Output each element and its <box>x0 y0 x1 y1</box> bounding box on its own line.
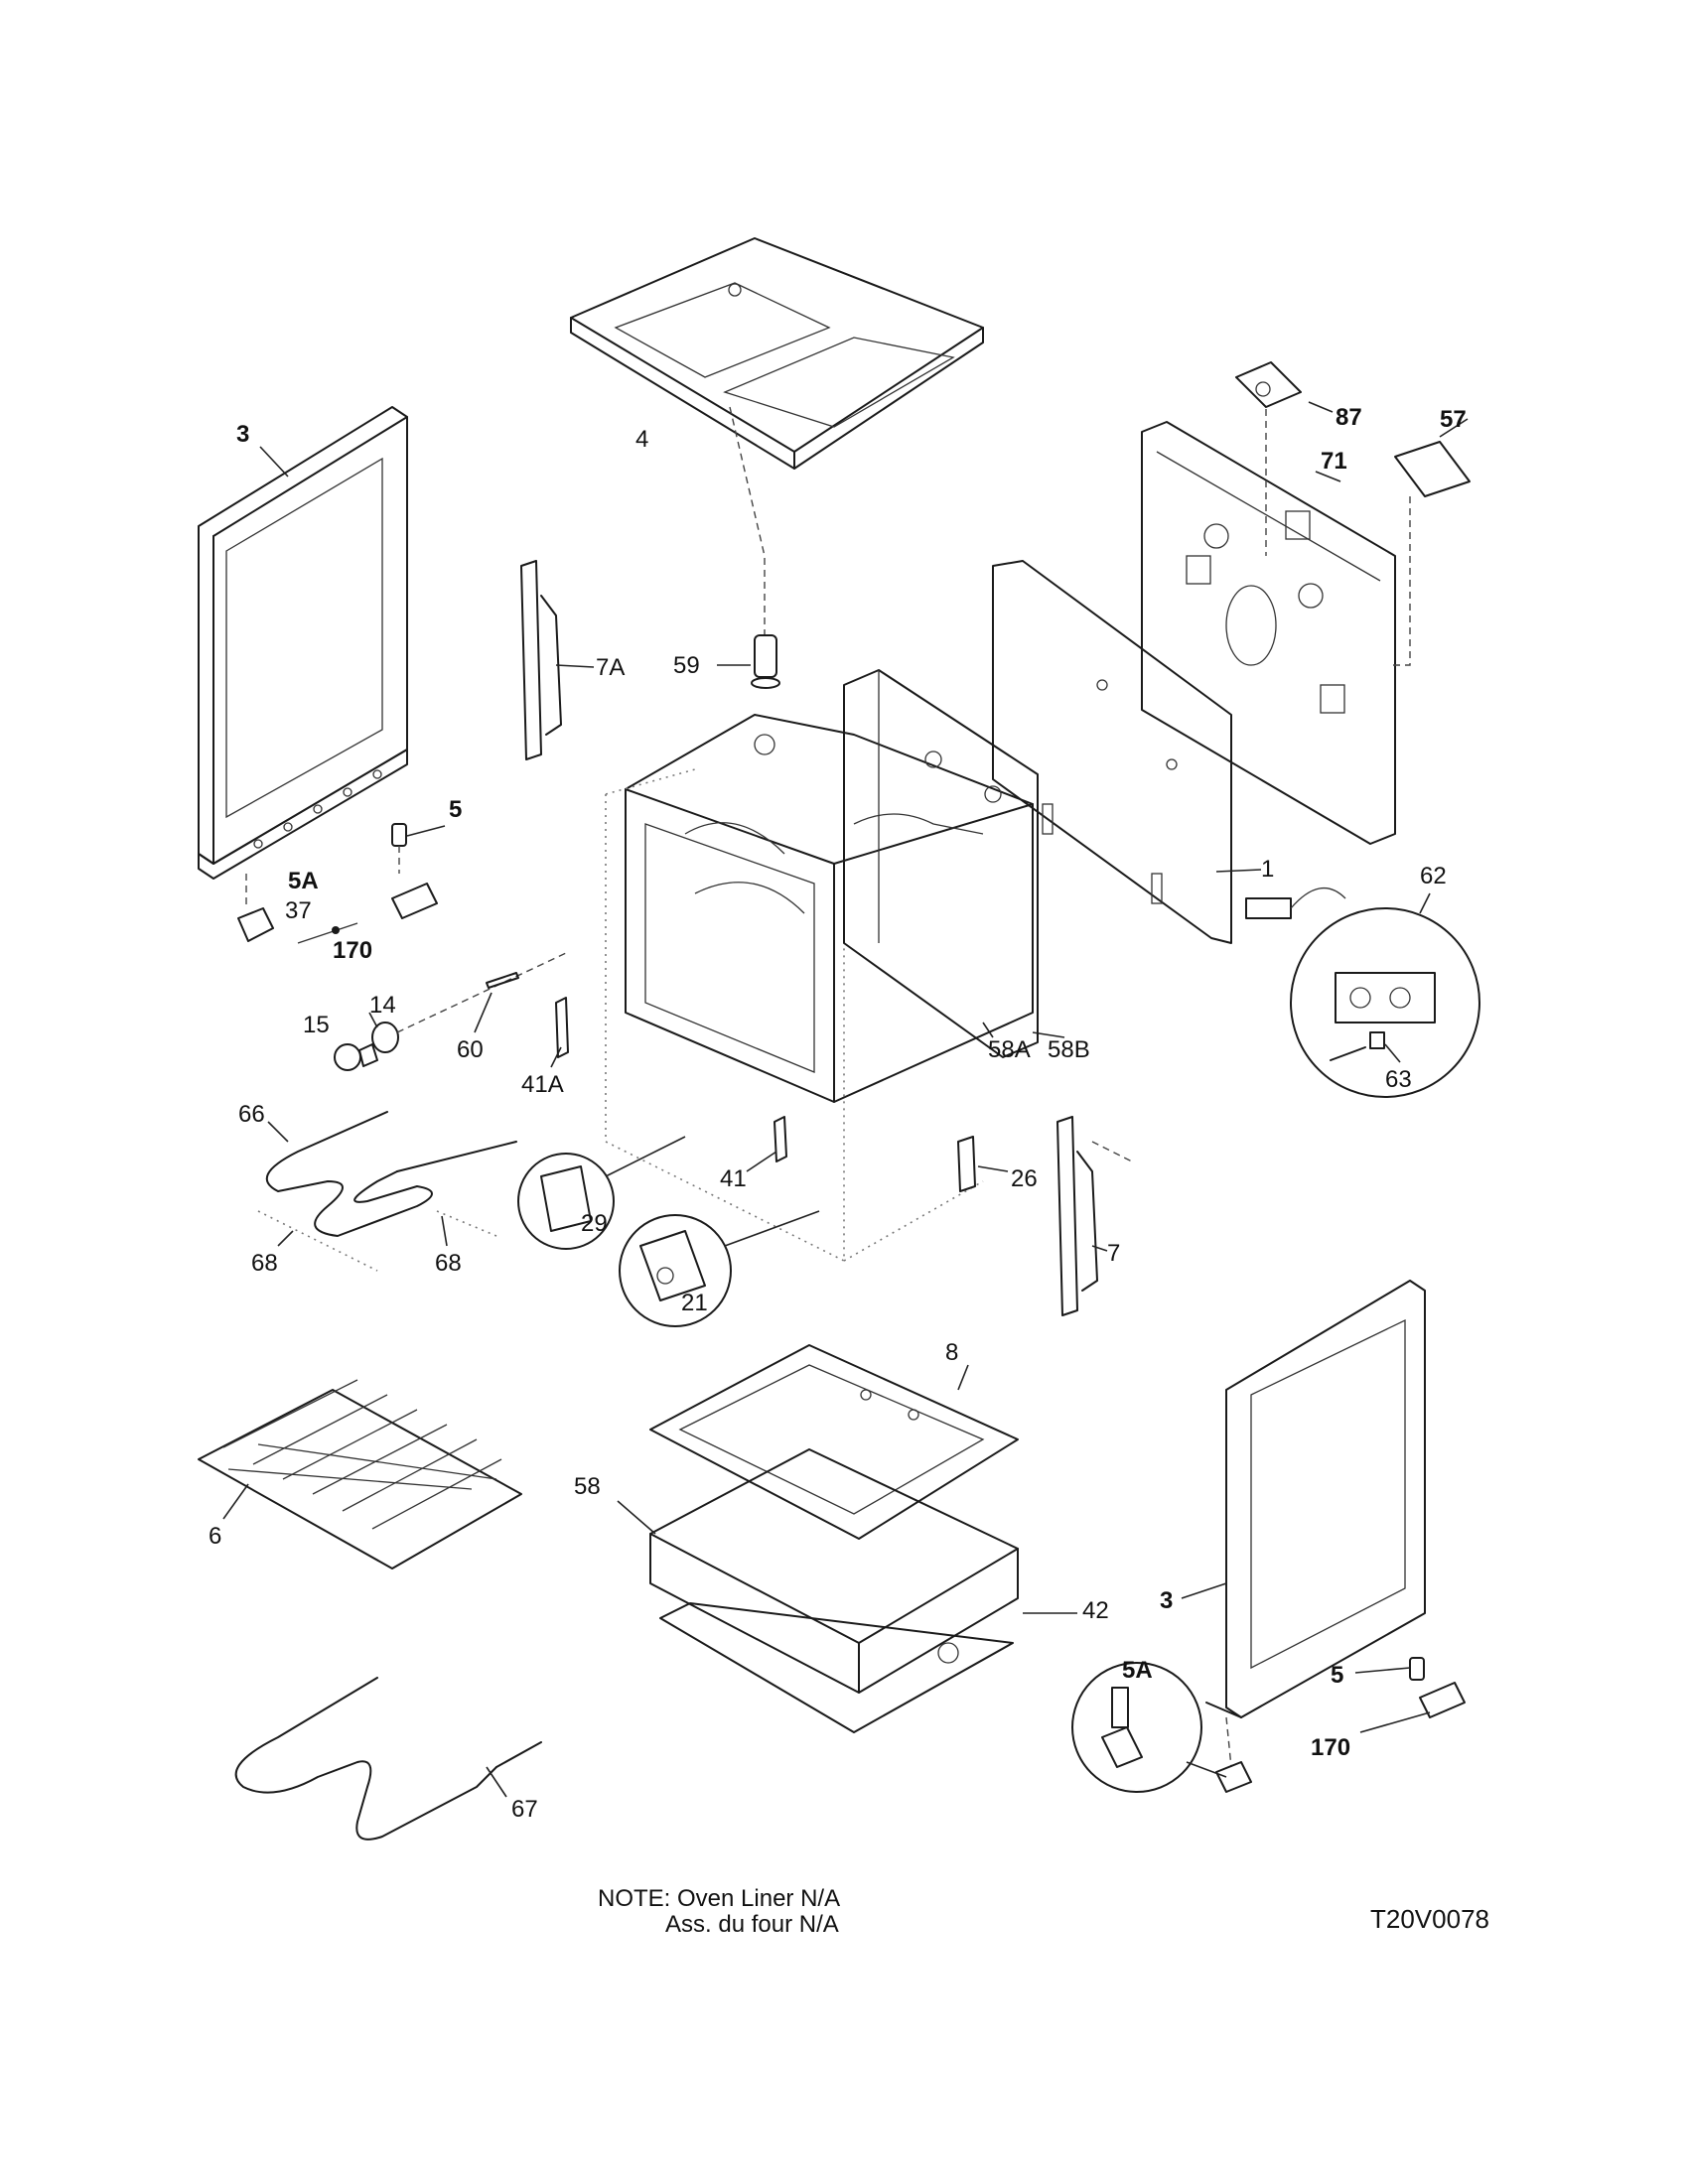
label-part-63: 63 <box>1385 1066 1412 1093</box>
hinge-parts-right <box>1071 1657 1466 1793</box>
label-part-66: 66 <box>238 1101 265 1128</box>
label-part-7: 7 <box>1107 1240 1120 1267</box>
label-part-41: 41 <box>720 1165 747 1192</box>
label-part-26: 26 <box>1011 1165 1038 1192</box>
label-part-68-right: 68 <box>435 1250 462 1277</box>
label-part-170-right: 170 <box>1311 1734 1350 1761</box>
label-part-4: 4 <box>635 426 648 453</box>
label-part-59: 59 <box>673 652 700 679</box>
guide-line-top-panel <box>729 406 766 635</box>
note-line-2: Ass. du four N/A <box>665 1911 839 1938</box>
label-part-68-left: 68 <box>251 1250 278 1277</box>
lamp-parts <box>334 1022 399 1071</box>
rack-support-part-7 <box>1056 1116 1133 1316</box>
label-part-170-left: 170 <box>333 937 372 964</box>
guide-line-cover-plate <box>1390 496 1411 666</box>
broil-element-part-66 <box>265 1111 517 1237</box>
label-part-3-left: 3 <box>236 421 249 448</box>
back-panel-part-1 <box>992 560 1232 944</box>
label-part-67: 67 <box>511 1796 538 1823</box>
label-part-14: 14 <box>369 992 396 1019</box>
insulation-pad-part-58 <box>649 1448 1019 1694</box>
label-part-8: 8 <box>945 1339 958 1366</box>
label-part-6: 6 <box>209 1523 221 1550</box>
terminal-block-part-62 <box>1245 887 1480 1098</box>
label-part-58B: 58B <box>1048 1036 1090 1063</box>
label-part-5A-left: 5A <box>288 868 319 894</box>
stud-part-59 <box>751 634 780 689</box>
lamp-socket-part-21-callout <box>619 1210 820 1327</box>
label-part-21: 21 <box>681 1290 708 1316</box>
label-part-41A: 41A <box>521 1071 564 1098</box>
label-part-62: 62 <box>1420 863 1447 889</box>
label-part-87: 87 <box>1336 404 1362 431</box>
diagram-code: T20V0078 <box>1370 1904 1489 1934</box>
part-number-labels: 4 59 3 7A 87 57 71 5 5A 37 170 1 62 14 1… <box>209 404 1467 1823</box>
label-part-7A: 7A <box>596 654 625 681</box>
label-part-5-left: 5 <box>449 796 462 823</box>
label-part-57: 57 <box>1440 406 1467 433</box>
rack-support-part-7A <box>520 560 562 760</box>
bracket-part-41 <box>774 1116 787 1162</box>
gasket-part-87 <box>1235 361 1302 408</box>
label-part-15: 15 <box>303 1012 330 1038</box>
rear-cover-part-71 <box>1141 421 1396 845</box>
bracket-part-41A <box>555 997 569 1058</box>
door-panel-part-3-left <box>198 406 408 880</box>
oven-cavity-assembly <box>605 714 1034 1263</box>
insulation-strips-part-68 <box>257 1210 497 1272</box>
note-line-1: NOTE: Oven Liner N/A <box>598 1885 841 1912</box>
label-part-1: 1 <box>1261 856 1274 883</box>
label-part-29: 29 <box>581 1210 608 1237</box>
bottom-shield-part-42 <box>659 1602 1014 1733</box>
label-part-71: 71 <box>1321 448 1347 475</box>
insulation-frame-part-58B <box>843 669 1039 1058</box>
top-panel-part-4 <box>570 237 984 470</box>
clip-part-29-callout <box>517 1136 686 1250</box>
label-part-58: 58 <box>574 1473 601 1500</box>
bake-element-part-67 <box>234 1677 542 1841</box>
door-panel-part-3-right <box>1205 1280 1426 1718</box>
oven-rack-part-6 <box>198 1379 522 1570</box>
bracket-part-60 <box>486 972 519 989</box>
guide-line-lamp <box>396 952 567 1033</box>
label-part-42: 42 <box>1082 1597 1109 1624</box>
label-part-5-right: 5 <box>1331 1662 1343 1689</box>
cover-plate-part-57 <box>1394 441 1471 497</box>
clip-part-26 <box>957 1136 976 1192</box>
label-part-60: 60 <box>457 1036 484 1063</box>
label-part-58A: 58A <box>988 1036 1031 1063</box>
hinge-parts-left <box>237 823 438 944</box>
oven-bottom-part-8 <box>649 1344 1019 1540</box>
label-part-5A-right: 5A <box>1122 1657 1153 1684</box>
label-part-3-right: 3 <box>1160 1587 1173 1614</box>
label-part-37: 37 <box>285 897 312 924</box>
